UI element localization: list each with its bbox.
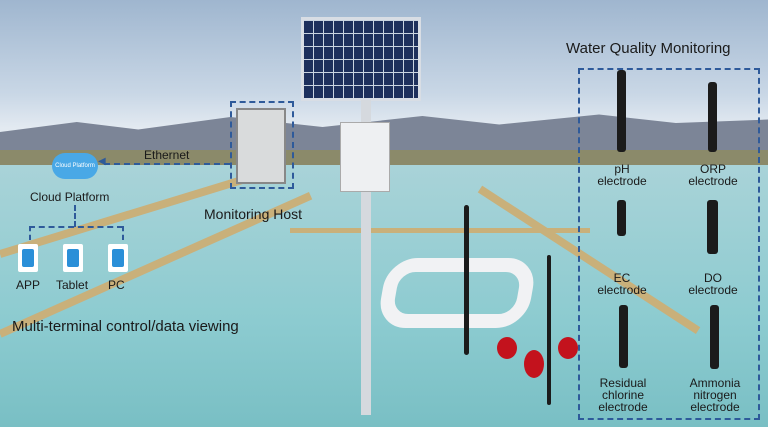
arrow-head-icon: ◀ — [98, 156, 106, 167]
terminal-label: PC — [108, 278, 125, 292]
phone-icon — [18, 244, 38, 272]
ethernet-label: Ethernet — [144, 148, 190, 162]
buoy — [497, 337, 517, 359]
terminals-caption: Multi-terminal control/data viewing — [12, 318, 239, 335]
solar-panel — [301, 17, 421, 101]
ph-probe — [617, 70, 626, 152]
host-label: Monitoring Host — [204, 206, 303, 222]
ammonia-probe — [710, 305, 719, 369]
sensor-suffix: electrode — [688, 174, 738, 188]
sensor-name: EC — [613, 271, 631, 285]
ethernet-arrow — [104, 163, 230, 165]
monitoring-host-cabinet — [236, 108, 286, 184]
chlorine-probe — [619, 305, 628, 368]
dock — [290, 228, 590, 233]
controller-box — [340, 122, 390, 192]
ec-probe — [617, 200, 626, 236]
cloud-platform-label: Cloud Platform — [30, 190, 110, 204]
monitor-icon — [108, 244, 128, 272]
buoy — [558, 337, 578, 359]
terminal-label: APP — [16, 278, 41, 292]
terminal-label: Tablet — [56, 278, 89, 292]
sensor-name: ORP — [699, 162, 726, 176]
connector — [29, 226, 31, 240]
sensor-suffix: electrode — [597, 283, 647, 297]
sensor-frame — [578, 68, 760, 420]
title: Water Quality Monitoring — [566, 40, 731, 57]
sensor-name: Residual chlorine — [599, 376, 647, 402]
sensor-suffix: electrode — [597, 174, 647, 188]
sensor-suffix: electrode — [598, 400, 648, 414]
sensor-suffix: electrode — [688, 283, 738, 297]
sensor-name: pH — [614, 162, 630, 176]
connector — [122, 226, 124, 240]
sensor-suffix: electrode — [690, 400, 740, 414]
sensor-name: Ammonia nitrogen — [689, 376, 741, 402]
cloud-icon: Cloud Platform — [52, 153, 98, 179]
buoy — [524, 350, 544, 378]
float-ring — [375, 258, 539, 328]
probe — [464, 205, 469, 355]
probe — [547, 255, 551, 405]
host-frame — [230, 101, 294, 189]
connector — [29, 226, 123, 228]
tablet-icon — [63, 244, 83, 272]
sensor-name: DO — [704, 271, 722, 285]
connector — [74, 205, 76, 227]
orp-probe — [708, 82, 717, 152]
pole — [361, 100, 371, 415]
do-probe — [707, 200, 718, 254]
